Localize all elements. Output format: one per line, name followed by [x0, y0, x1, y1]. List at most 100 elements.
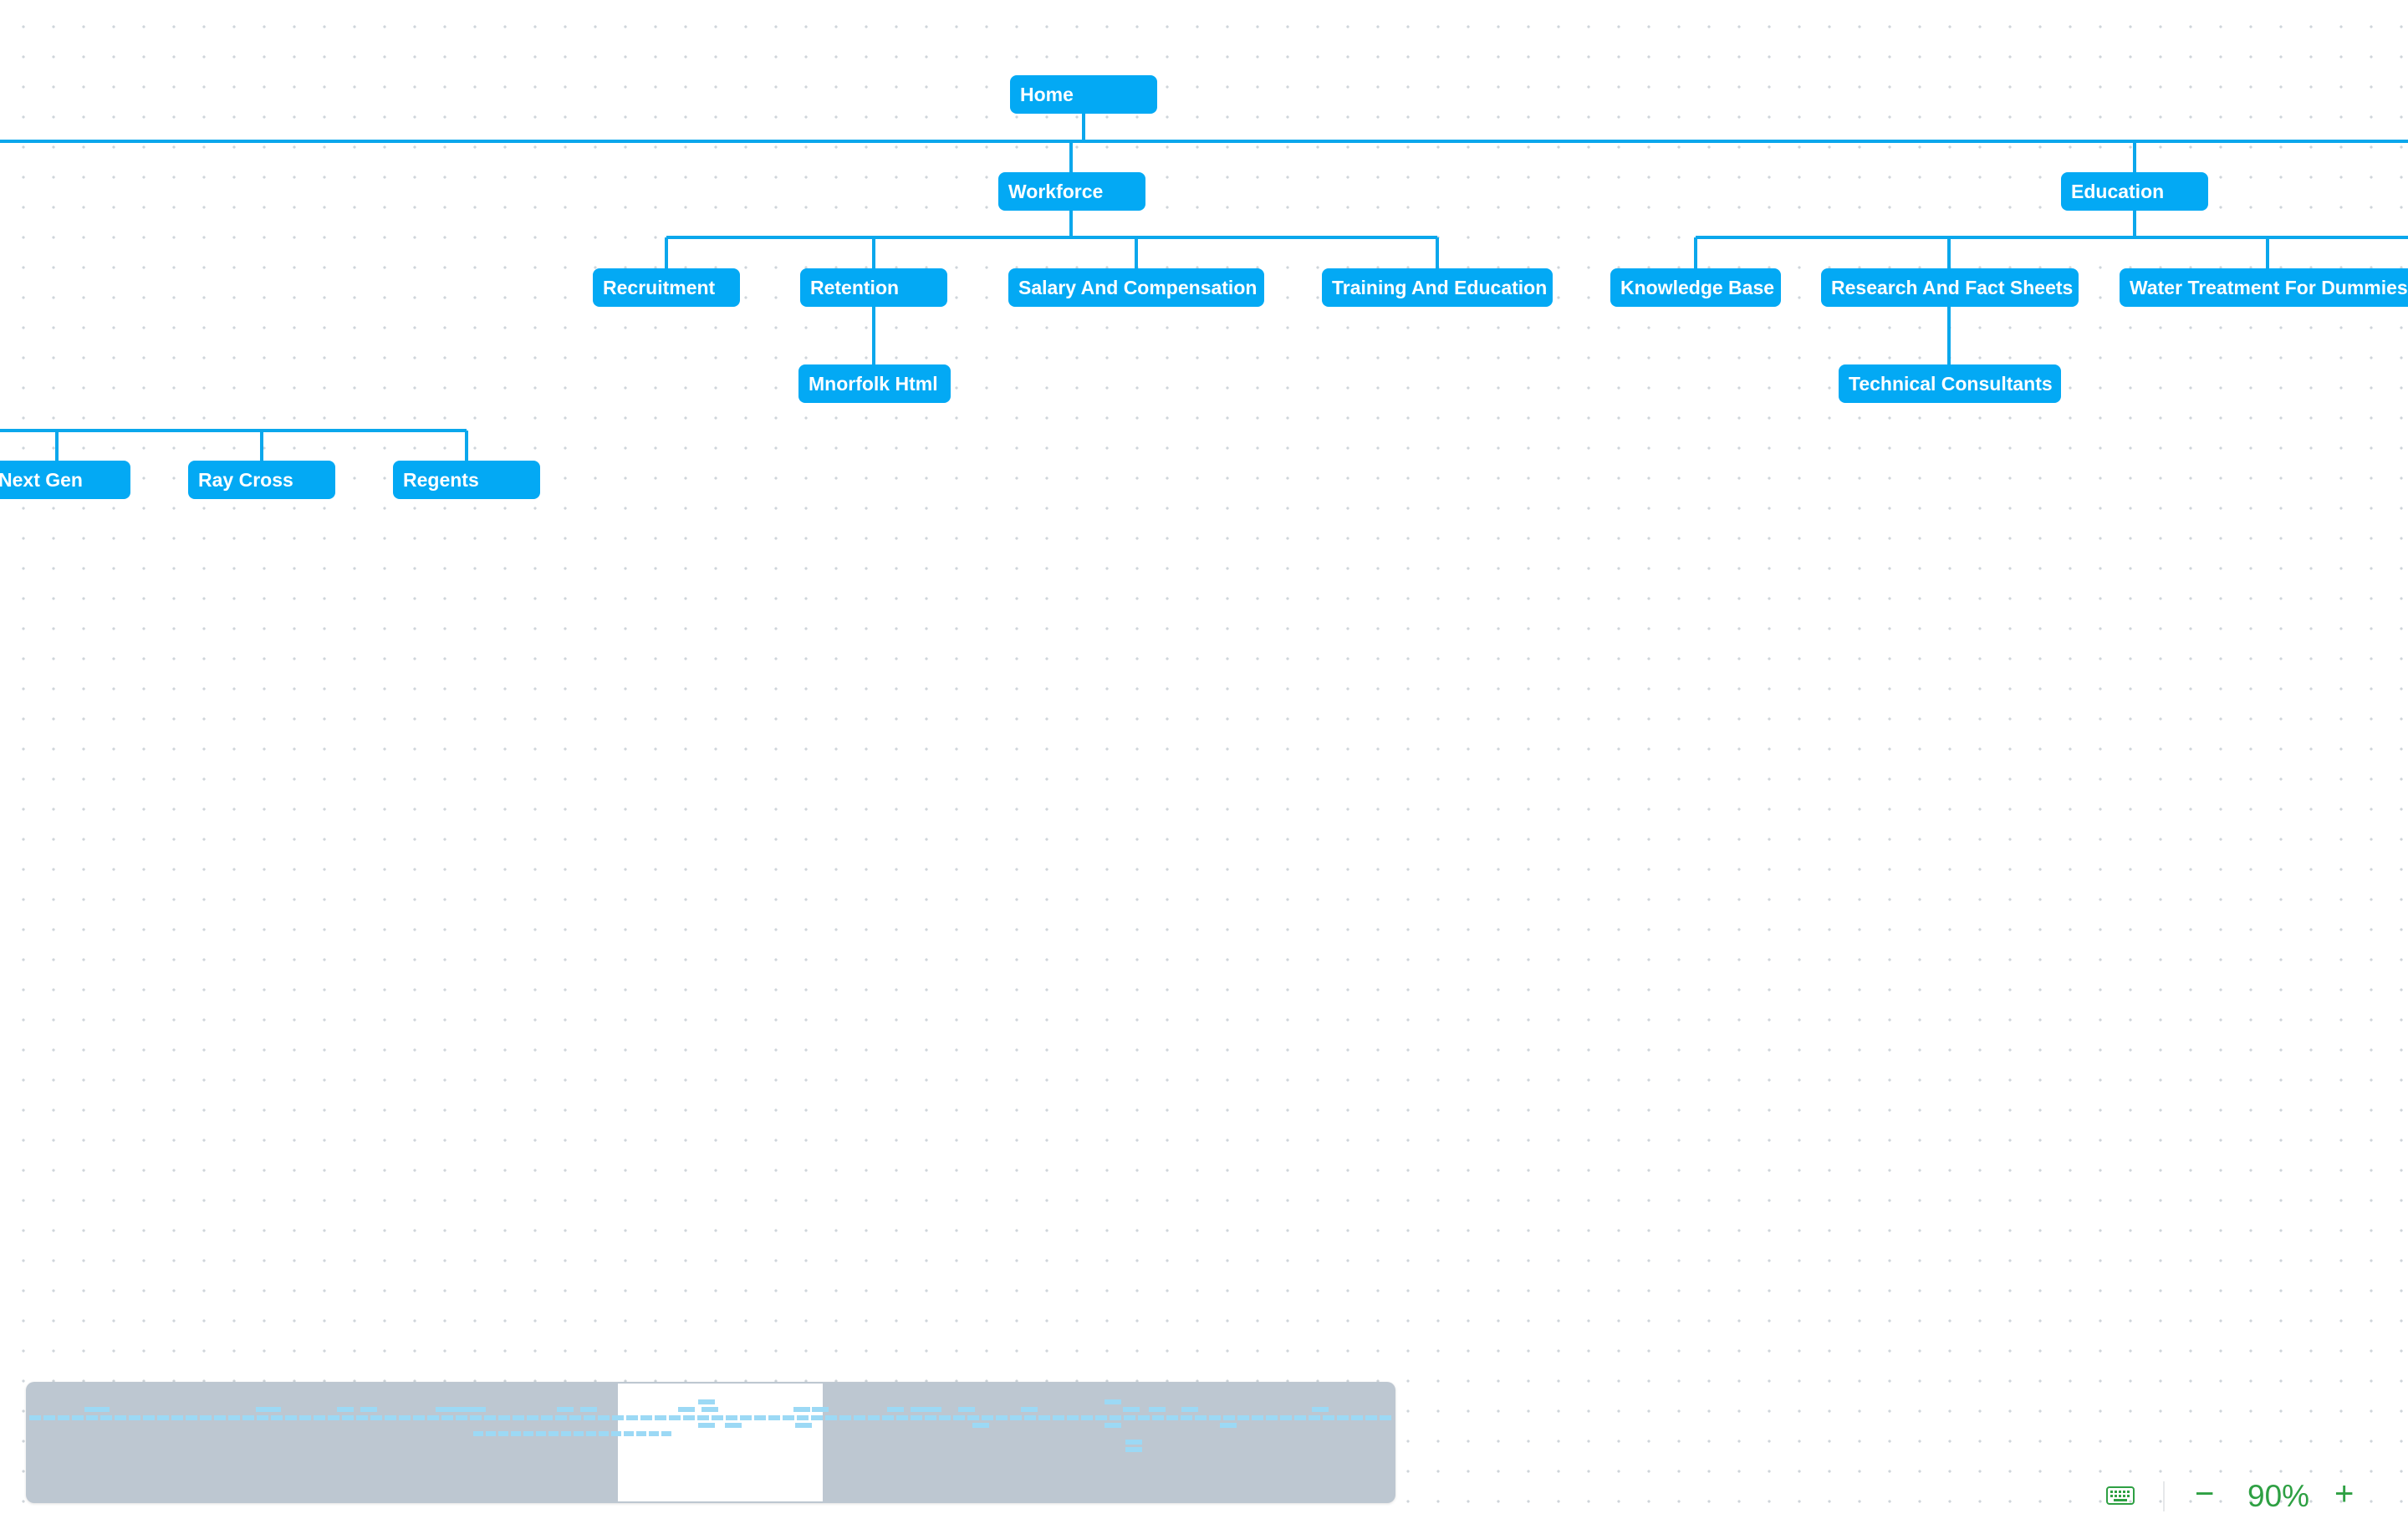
minimap-mark	[511, 1431, 521, 1436]
minimap-mark	[214, 1415, 226, 1420]
minimap-mark	[523, 1431, 533, 1436]
minimap-mark	[1024, 1415, 1036, 1420]
minimap-mark	[171, 1415, 183, 1420]
node-ray-cross[interactable]: Ray Cross	[188, 461, 335, 499]
minimap-mark	[887, 1407, 904, 1412]
zoom-in-button[interactable]: +	[2334, 1475, 2354, 1512]
node-salary-and-compensation[interactable]: Salary And Compensation	[1008, 268, 1264, 307]
node-retention[interactable]: Retention	[800, 268, 947, 307]
minimap-viewport[interactable]	[618, 1384, 823, 1501]
minimap-mark	[811, 1415, 823, 1420]
minimap-mark	[701, 1407, 718, 1412]
minimap-mark	[1237, 1415, 1249, 1420]
minimap-mark	[1209, 1415, 1221, 1420]
minimap-mark	[1181, 1415, 1192, 1420]
zoom-divider	[2163, 1481, 2165, 1511]
minimap-mark	[29, 1415, 41, 1420]
minimap-mark	[461, 1407, 486, 1412]
minimap[interactable]	[26, 1382, 1395, 1503]
minimap-mark	[484, 1415, 496, 1420]
minimap-mark	[655, 1415, 666, 1420]
node-education[interactable]: Education	[2061, 172, 2208, 211]
minimap-mark	[925, 1415, 936, 1420]
minimap-mark	[548, 1431, 559, 1436]
minimap-mark	[754, 1415, 766, 1420]
minimap-mark	[328, 1415, 339, 1420]
minimap-mark	[342, 1415, 354, 1420]
node-technical-consultants[interactable]: Technical Consultants	[1839, 364, 2061, 403]
minimap-mark	[561, 1431, 571, 1436]
minimap-mark	[436, 1407, 461, 1412]
minimap-mark	[1105, 1399, 1121, 1404]
minimap-mark	[285, 1415, 297, 1420]
node-workforce[interactable]: Workforce	[998, 172, 1145, 211]
minimap-mark	[1152, 1415, 1164, 1420]
minimap-mark	[1266, 1415, 1278, 1420]
minimap-mark	[649, 1431, 659, 1436]
zoom-level: 90%	[2247, 1479, 2310, 1513]
minimap-mark	[1220, 1423, 1237, 1428]
node-knowledge-base[interactable]: Knowledge Base	[1610, 268, 1781, 307]
minimap-mark	[527, 1415, 538, 1420]
node-recruitment[interactable]: Recruitment	[593, 268, 740, 307]
minimap-mark	[636, 1431, 646, 1436]
minimap-mark	[1021, 1407, 1038, 1412]
keyboard-icon[interactable]	[2106, 1486, 2135, 1505]
minimap-mark	[129, 1415, 140, 1420]
zoom-controls: − 90% +	[2094, 1471, 2379, 1521]
minimap-mark	[967, 1415, 979, 1420]
minimap-mark	[1323, 1415, 1334, 1420]
minimap-mark	[360, 1407, 377, 1412]
node-home[interactable]: Home	[1010, 75, 1157, 114]
minimap-mark	[584, 1415, 595, 1420]
minimap-mark	[972, 1423, 989, 1428]
minimap-mark	[812, 1407, 829, 1412]
node-training-and-education[interactable]: Training And Education	[1322, 268, 1553, 307]
minimap-mark	[1380, 1415, 1391, 1420]
minimap-mark	[413, 1415, 425, 1420]
minimap-mark	[536, 1431, 546, 1436]
minimap-mark	[256, 1407, 281, 1412]
minimap-mark	[200, 1415, 212, 1420]
minimap-mark	[72, 1415, 84, 1420]
minimap-mark	[498, 1415, 510, 1420]
minimap-mark	[541, 1415, 553, 1420]
minimap-mark	[740, 1415, 752, 1420]
minimap-mark	[143, 1415, 155, 1420]
minimap-mark	[299, 1415, 311, 1420]
minimap-mark	[1095, 1415, 1107, 1420]
node-regents[interactable]: Regents	[393, 461, 540, 499]
zoom-out-button[interactable]: −	[2195, 1475, 2215, 1512]
node-next-gen[interactable]: Next Gen	[0, 461, 130, 499]
minimap-mark	[797, 1415, 809, 1420]
minimap-mark	[598, 1415, 610, 1420]
node-mnorfolk-html[interactable]: Mnorfolk Html	[798, 364, 951, 403]
minimap-mark	[611, 1431, 621, 1436]
minimap-mark	[257, 1415, 268, 1420]
minimap-mark	[1125, 1440, 1142, 1445]
minimap-mark	[1081, 1415, 1093, 1420]
minimap-mark	[84, 1407, 110, 1412]
minimap-mark	[157, 1415, 169, 1420]
minimap-mark	[726, 1415, 737, 1420]
minimap-mark	[557, 1407, 574, 1412]
minimap-mark	[1252, 1415, 1263, 1420]
minimap-mark	[1123, 1407, 1140, 1412]
minimap-mark	[1195, 1415, 1207, 1420]
minimap-mark	[911, 1415, 922, 1420]
minimap-mark	[712, 1415, 723, 1420]
minimap-mark	[624, 1431, 634, 1436]
minimap-mark	[586, 1431, 596, 1436]
node-water-treatment-for-dummies[interactable]: Water Treatment For Dummies	[2120, 268, 2408, 307]
minimap-mark	[868, 1415, 880, 1420]
minimap-mark	[953, 1415, 965, 1420]
minimap-mark	[793, 1407, 810, 1412]
minimap-mark	[242, 1415, 254, 1420]
minimap-mark	[473, 1431, 483, 1436]
node-research-and-fact-sheets[interactable]: Research And Fact Sheets	[1821, 268, 2079, 307]
minimap-mark	[1138, 1415, 1150, 1420]
minimap-mark	[399, 1415, 411, 1420]
minimap-mark	[1280, 1415, 1292, 1420]
